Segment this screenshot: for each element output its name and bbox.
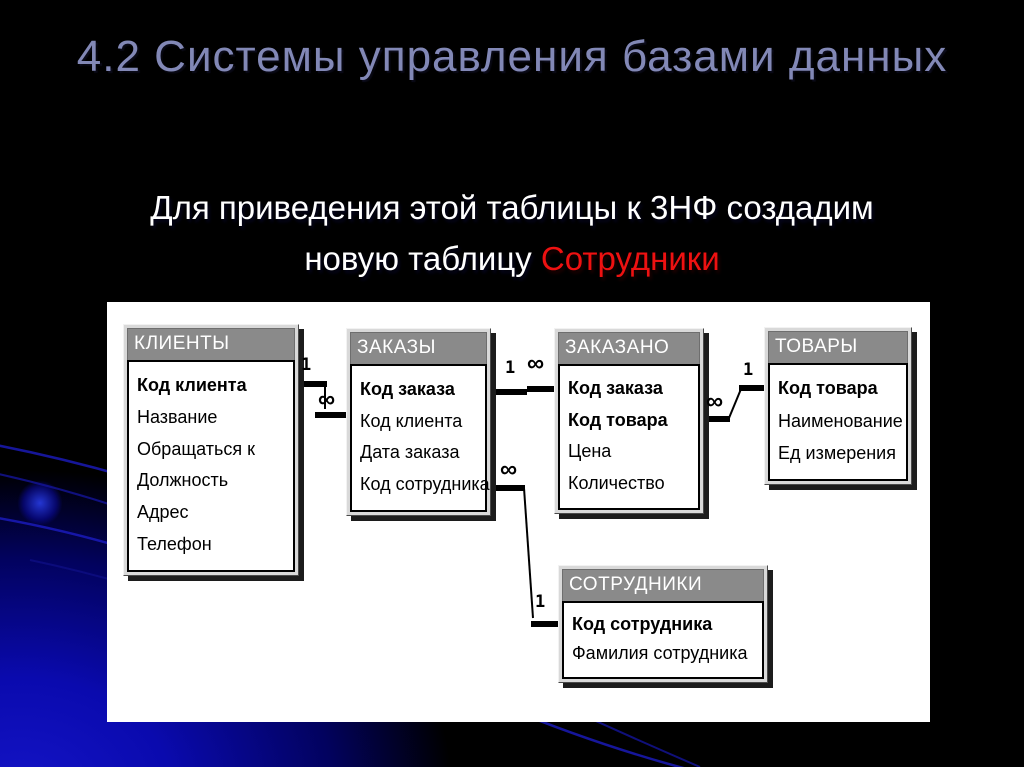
- cardinality-one-tovary: 1: [743, 360, 754, 380]
- slide-subtitle: Для приведения этой таблицы к 3НФ создад…: [32, 182, 992, 284]
- cardinality-many-zakazy: ∞: [318, 386, 335, 413]
- table-klienty-header: КЛИЕНТЫ: [127, 328, 295, 360]
- field-row: Название: [137, 406, 218, 427]
- table-zakazy-fields: Код заказа Код клиента Дата заказа Код с…: [350, 364, 490, 512]
- table-zakazy: ЗАКАЗЫ Код заказа Код клиента Дата заказ…: [346, 328, 491, 516]
- field-row: Код товара: [568, 409, 668, 430]
- table-sotrudniki: СОТРУДНИКИ Код сотрудника Фамилия сотруд…: [558, 565, 768, 683]
- field-row: Адрес: [137, 502, 189, 523]
- table-tovary-fields: Код товара Наименование Ед измерения: [768, 363, 908, 481]
- field-row: Дата заказа: [360, 442, 460, 463]
- field-row: Обращаться к: [137, 438, 256, 459]
- table-klienty-fields: Код клиента Название Обращаться к Должно…: [127, 360, 295, 572]
- subtitle-line2-prefix: новую таблицу: [304, 240, 541, 278]
- field-row: Цена: [568, 441, 612, 462]
- field-row: Код заказа: [568, 378, 663, 399]
- table-zakazano: ЗАКАЗАНО Код заказа Код товара Цена Коли…: [554, 328, 704, 514]
- field-row: Код клиента: [137, 374, 247, 395]
- diagram-panel: 1 ∞ 1 ∞ ∞ 1 ∞ 1 КЛИЕНТЫ Код клиента Назв…: [107, 302, 930, 722]
- table-tovary: ТОВАРЫ Код товара Наименование Ед измере…: [764, 327, 912, 485]
- table-zakazano-fields: Код заказа Код товара Цена Количество: [558, 364, 700, 510]
- cardinality-one-klienty: 1: [301, 355, 312, 375]
- field-row: Код клиента: [360, 410, 463, 431]
- cardinality-one-zakazy: 1: [505, 358, 516, 378]
- table-sotrudniki-fields: Код сотрудника Фамилия сотрудника: [562, 601, 764, 679]
- field-row: Наименование: [778, 410, 903, 431]
- table-tovary-header: ТОВАРЫ: [768, 331, 908, 363]
- slide-title: 4.2 Системы управления базами данных: [76, 32, 948, 81]
- field-row: Ед измерения: [778, 442, 896, 463]
- subtitle-line1: Для приведения этой таблицы к 3НФ создад…: [150, 189, 874, 226]
- cardinality-many-zakazano2: ∞: [706, 388, 723, 415]
- field-row: Код сотрудника: [360, 474, 490, 495]
- field-row: Количество: [568, 472, 665, 493]
- cardinality-many-zakazano: ∞: [527, 350, 544, 377]
- field-row: Код товара: [778, 378, 878, 399]
- table-zakazano-header: ЗАКАЗАНО: [558, 332, 700, 364]
- field-row: Фамилия сотрудника: [572, 643, 748, 664]
- table-klienty: КЛИЕНТЫ Код клиента Название Обращаться …: [123, 324, 299, 576]
- field-row: Должность: [137, 470, 229, 491]
- cardinality-one-sotrudniki: 1: [535, 592, 546, 612]
- table-zakazy-header: ЗАКАЗЫ: [350, 332, 487, 364]
- field-row: Код заказа: [360, 378, 455, 399]
- table-sotrudniki-header: СОТРУДНИКИ: [562, 569, 764, 601]
- cardinality-many-zakazy2: ∞: [500, 456, 517, 483]
- field-row: Телефон: [137, 534, 212, 555]
- field-row: Код сотрудника: [572, 613, 713, 634]
- subtitle-highlight: Сотрудники: [540, 240, 720, 278]
